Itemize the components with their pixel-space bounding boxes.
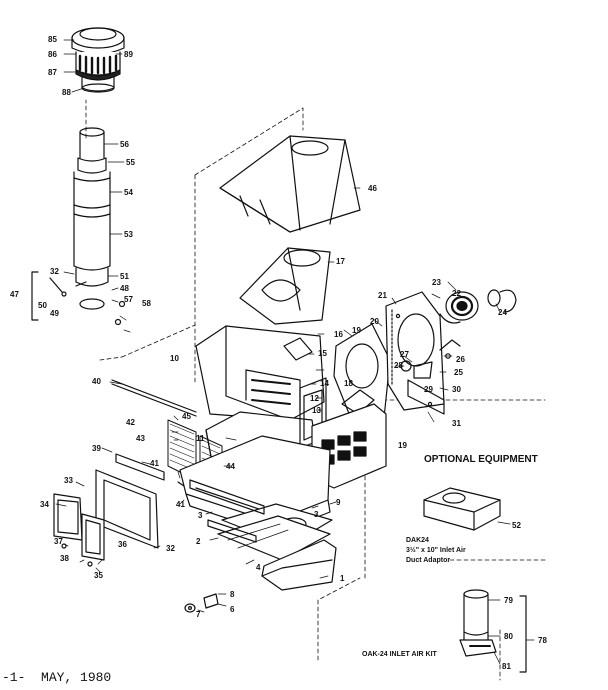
callout-24: 24	[498, 308, 507, 317]
callout-52: 52	[512, 521, 521, 530]
hearth-base	[180, 436, 336, 590]
callout-41: 41	[150, 459, 159, 468]
callout-22: 22	[452, 289, 461, 298]
callout-54: 54	[124, 188, 133, 197]
callout-34: 34	[40, 500, 49, 509]
callout-56: 56	[120, 140, 129, 149]
callout-17: 17	[336, 257, 345, 266]
callout-15: 15	[318, 349, 327, 358]
callout-53: 53	[124, 230, 133, 239]
dak24-duct-adaptor	[424, 488, 500, 530]
callout-43: 43	[136, 434, 145, 443]
callout-49: 49	[50, 309, 59, 318]
callout-7: 7	[196, 610, 201, 619]
callout-28: 28	[394, 361, 403, 370]
callout-48: 48	[120, 284, 129, 293]
callout-47: 47	[10, 290, 19, 299]
callout-55: 55	[126, 158, 135, 167]
callout-18: 18	[344, 379, 353, 388]
callout-16: 16	[334, 330, 343, 339]
callout-46: 46	[368, 184, 377, 193]
callout-78: 78	[538, 636, 547, 645]
callout-21: 21	[378, 291, 387, 300]
callout-38: 38	[60, 554, 69, 563]
callout-19: 19	[398, 441, 407, 450]
page-number: -1-	[2, 670, 26, 685]
callout-26: 26	[456, 355, 465, 364]
callout-44: 44	[226, 462, 235, 471]
callout-35: 35	[94, 571, 103, 580]
callout-31: 31	[452, 419, 461, 428]
flue-cap-assembly	[72, 28, 124, 92]
callout-11: 11	[196, 434, 205, 443]
callout-39: 39	[92, 444, 101, 453]
callout-32: 32	[166, 544, 175, 553]
optional-equipment-heading: OPTIONAL EQUIPMENT	[424, 454, 538, 465]
grate-parts	[116, 454, 264, 542]
door-assembly	[54, 470, 158, 566]
callout-57: 57	[124, 295, 133, 304]
blower-assembly	[440, 290, 516, 350]
callout-50: 50	[38, 301, 47, 310]
callout-81: 81	[502, 662, 511, 671]
callout-19: 19	[352, 326, 361, 335]
callout-40: 40	[92, 377, 101, 386]
dak24-caption-line-3: Duct Adaptor	[406, 557, 450, 564]
flue-pipe-assembly	[74, 128, 110, 286]
callout-51: 51	[120, 272, 129, 281]
callout-25: 25	[454, 368, 463, 377]
callout-32: 32	[50, 267, 59, 276]
dak24-caption-line-2: 3½" x 10" Inlet Air	[406, 546, 466, 554]
callout-42: 42	[126, 418, 135, 427]
callout-79: 79	[504, 596, 513, 605]
callout-23: 23	[432, 278, 441, 287]
callout-41: 41	[176, 500, 185, 509]
callout-12: 12	[310, 394, 319, 403]
callout-4: 4	[256, 563, 261, 572]
small-hardware	[185, 594, 218, 612]
inlet-air-kit	[460, 590, 526, 672]
callout-80: 80	[504, 632, 513, 641]
callout-89: 89	[124, 50, 133, 59]
callout-45: 45	[182, 412, 191, 421]
callout-29: 29	[424, 385, 433, 394]
document-date: MAY, 1980	[41, 670, 112, 685]
callout-leader-lines	[56, 40, 534, 664]
collar-17	[240, 248, 330, 324]
callout-9: 9	[336, 498, 341, 507]
callout-13: 13	[312, 406, 321, 415]
callout-10: 10	[170, 354, 179, 363]
callout-27: 27	[400, 350, 409, 359]
callout-3: 3	[314, 510, 319, 519]
rear-panel-21	[386, 292, 444, 410]
hood-46	[220, 136, 360, 232]
callout-86: 86	[48, 50, 57, 59]
hardware-group-47	[32, 272, 125, 325]
callout-58: 58	[142, 299, 151, 308]
callout-20: 20	[370, 317, 379, 326]
callout-8: 8	[230, 590, 235, 599]
page-footer: -1- MAY, 1980	[2, 670, 111, 685]
callout-85: 85	[48, 35, 57, 44]
dak24-caption-line-1: DAK24	[406, 537, 429, 544]
callout-88: 88	[62, 88, 71, 97]
callout-33: 33	[64, 476, 73, 485]
callout-37: 37	[54, 537, 63, 546]
callout-6: 6	[230, 605, 235, 614]
callout-30: 30	[452, 385, 461, 394]
rod-40	[112, 380, 196, 416]
callout-3: 3	[198, 511, 203, 520]
callout-36: 36	[118, 540, 127, 549]
callout-2: 2	[196, 537, 201, 546]
callout-87: 87	[48, 68, 57, 77]
callout-1: 1	[340, 574, 345, 583]
callout-14: 14	[320, 379, 329, 388]
oak24-caption: OAK-24 INLET AIR KIT	[362, 651, 438, 658]
